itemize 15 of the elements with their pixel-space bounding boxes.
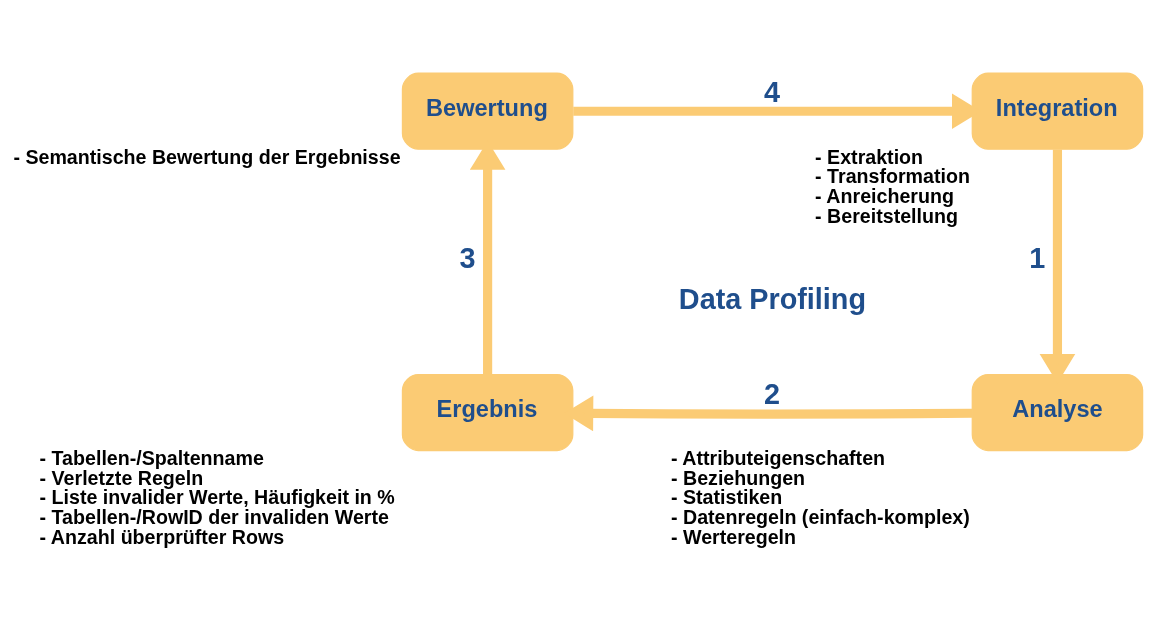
node-label: - Semantische Bewertung der Ergebnisse: [13, 145, 401, 168]
edge-label: 4: [764, 75, 781, 108]
edge-label: 2: [764, 377, 781, 410]
node-label: - Anreicherung: [815, 184, 954, 207]
node-box: Bewertung: [401, 72, 574, 150]
node-label: - Datenregeln (einfach-komplex): [671, 505, 970, 528]
node-box: Ergebnis: [401, 373, 574, 451]
node-box: Analyse: [971, 373, 1144, 451]
node-label: - Anzahl überprüfter Rows: [39, 525, 285, 548]
node-label: - Tabellen-/Spaltenname: [39, 446, 264, 469]
node-box: Integration: [971, 72, 1144, 150]
node-text: Data Profiling: [678, 282, 867, 315]
edge-label: 3: [459, 241, 476, 274]
node-label: - Attributeigenschaften: [671, 446, 886, 469]
edge-label: 1: [1029, 241, 1046, 274]
